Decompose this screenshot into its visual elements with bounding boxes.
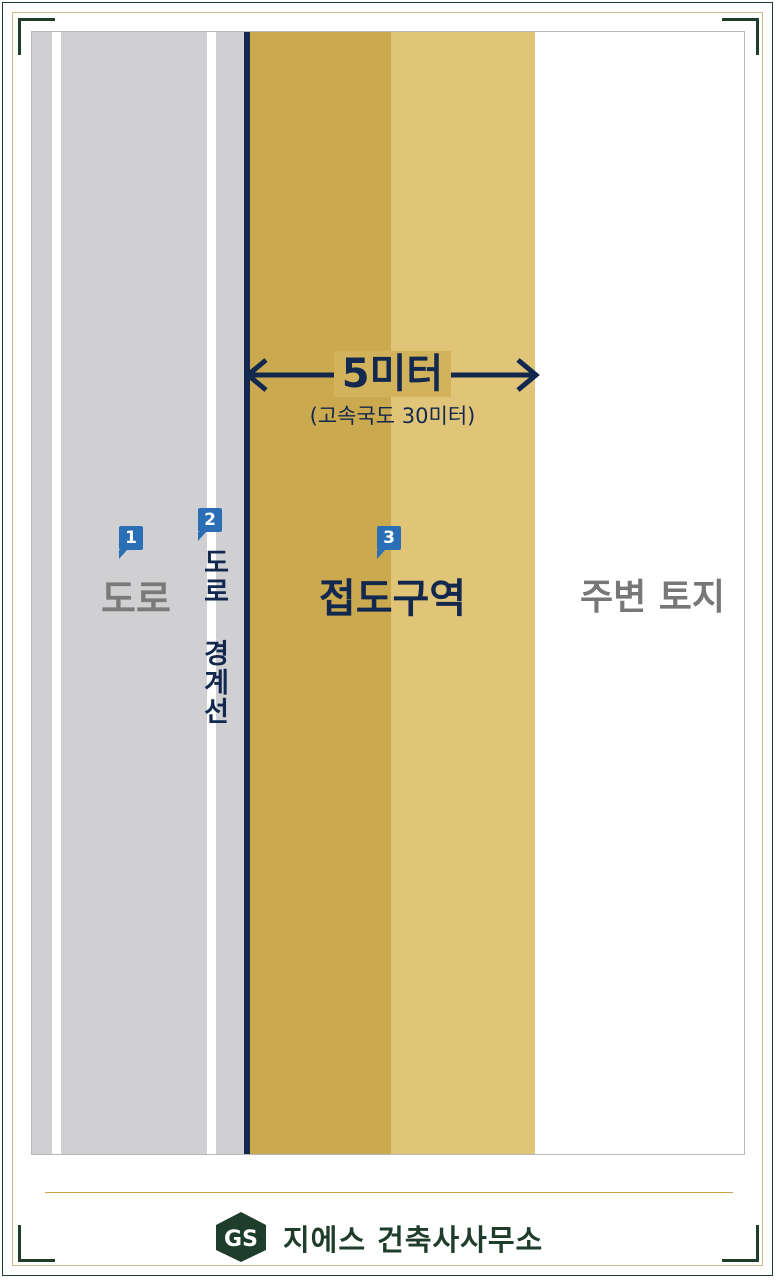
road-area [32,32,245,1154]
setback-diagram: 5미터 (고속국도 30미터) 1 2 3 도로 도로 경계선 접도구역 주변 … [31,31,745,1155]
road-lane-stripe [207,32,216,1154]
svg-text:GS: GS [224,1227,258,1252]
land-label: 주변 토지 [580,577,726,618]
inner-frame [12,12,763,1266]
setback-zone-inner [250,32,391,1154]
distance-sublabel: (고속국도 30미터) [309,404,476,428]
footer-divider [45,1192,733,1193]
road-boundary-line [244,32,250,1154]
surrounding-land-area [535,32,744,1154]
company-name: 지에스 건축사사무소 [283,1223,544,1257]
badge-zone: 3 [377,526,401,559]
corner-bracket-top-left [18,18,55,55]
zone-label: 접도구역 [318,576,467,622]
badge-road: 1 [119,526,143,559]
gs-logo-icon: GS [216,1212,266,1262]
corner-bracket-bottom-left [18,1225,55,1262]
corner-bracket-bottom-right [722,1225,759,1262]
boundary-label: 도로 경계선 [198,548,229,726]
distance-label: 5미터 [250,348,535,400]
footer: GS 지에스 건축사사무소 [0,1200,777,1270]
setback-zone-outer [391,32,535,1154]
road-lane-stripe [52,32,61,1154]
corner-bracket-top-right [722,18,759,55]
badge-boundary: 2 [198,508,222,541]
road-label: 도로 [101,577,171,621]
